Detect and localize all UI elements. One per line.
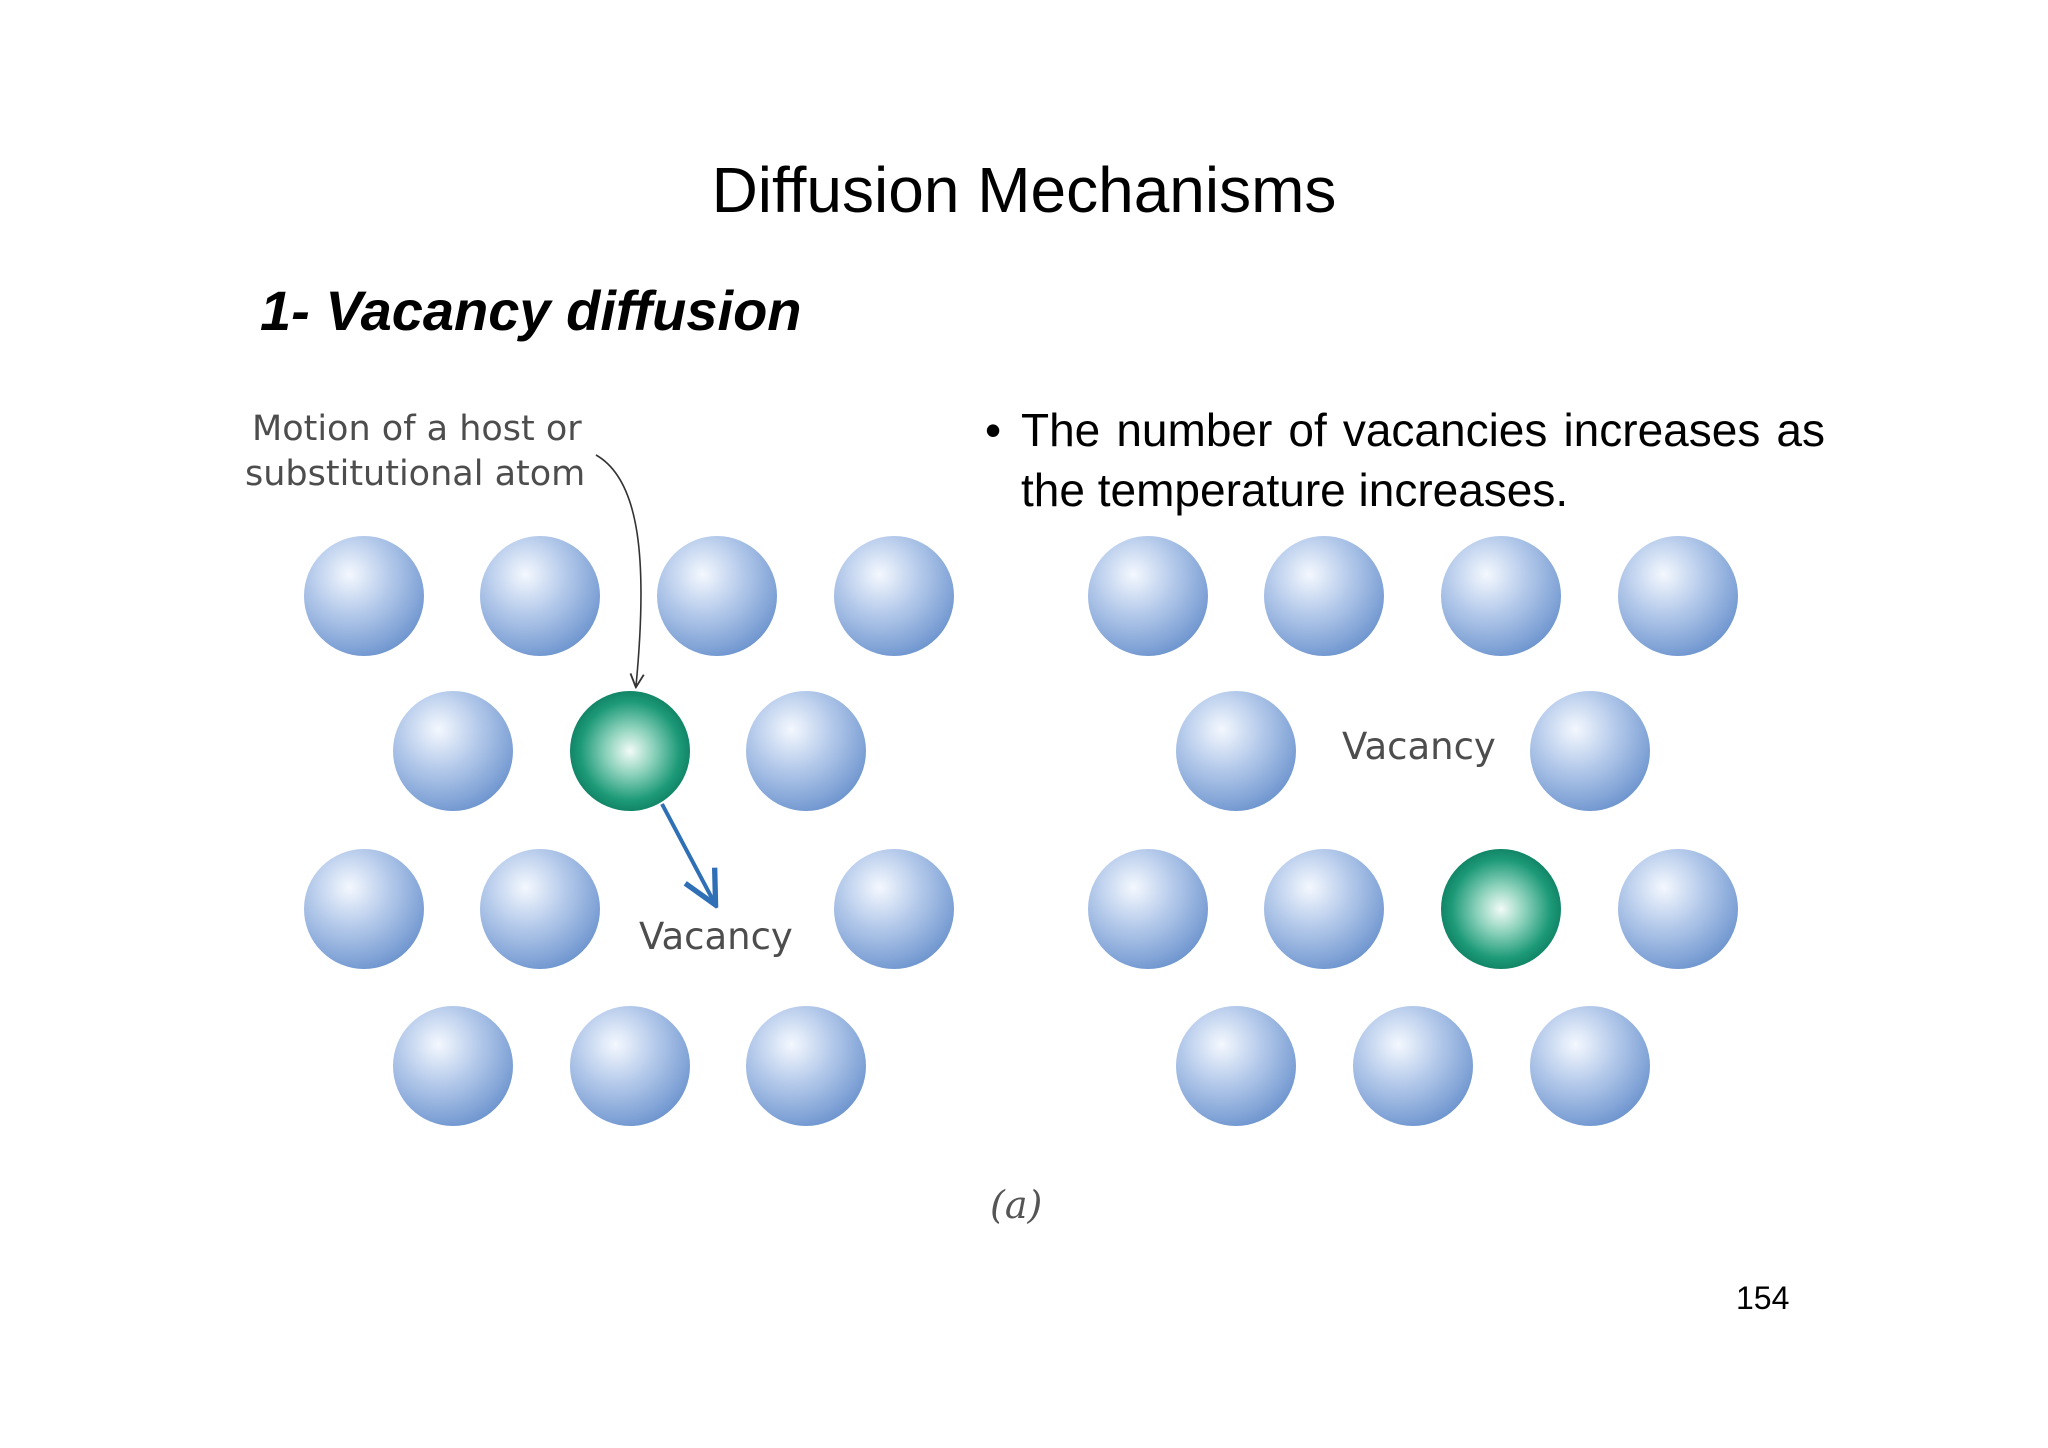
left-lattice <box>304 536 954 1126</box>
host-atom <box>1441 536 1561 656</box>
host-atom <box>1353 1006 1473 1126</box>
host-atom <box>480 536 600 656</box>
right-vacancy-label: Vacancy <box>1342 725 1496 768</box>
host-atom <box>1176 1006 1296 1126</box>
host-atom <box>1618 849 1738 969</box>
host-atom <box>304 536 424 656</box>
host-atom <box>1264 536 1384 656</box>
host-atom <box>1264 849 1384 969</box>
host-atom <box>393 1006 513 1126</box>
motion-label-line2: substitutional atom <box>245 454 585 494</box>
host-atom <box>393 691 513 811</box>
host-atom <box>304 849 424 969</box>
host-atom <box>746 691 866 811</box>
host-atom <box>1530 691 1650 811</box>
host-atom <box>1176 691 1296 811</box>
host-atom <box>1088 849 1208 969</box>
motion-pointer-arrow <box>596 455 641 686</box>
host-atom <box>1530 1006 1650 1126</box>
host-atom <box>1088 536 1208 656</box>
motion-label-line1: Motion of a host or <box>252 409 582 449</box>
host-atom <box>657 536 777 656</box>
host-atom <box>1618 536 1738 656</box>
diffusing-atom <box>570 691 690 811</box>
diffusing-atom <box>1441 849 1561 969</box>
host-atom <box>746 1006 866 1126</box>
host-atom <box>570 1006 690 1126</box>
host-atom <box>480 849 600 969</box>
host-atom <box>834 849 954 969</box>
right-lattice <box>1088 536 1738 1126</box>
left-vacancy-label: Vacancy <box>639 915 793 958</box>
page-number: 154 <box>1736 1280 1789 1317</box>
figure-caption: (a) <box>990 1183 1042 1227</box>
host-atom <box>834 536 954 656</box>
vacancy-jump-arrow <box>662 804 714 902</box>
